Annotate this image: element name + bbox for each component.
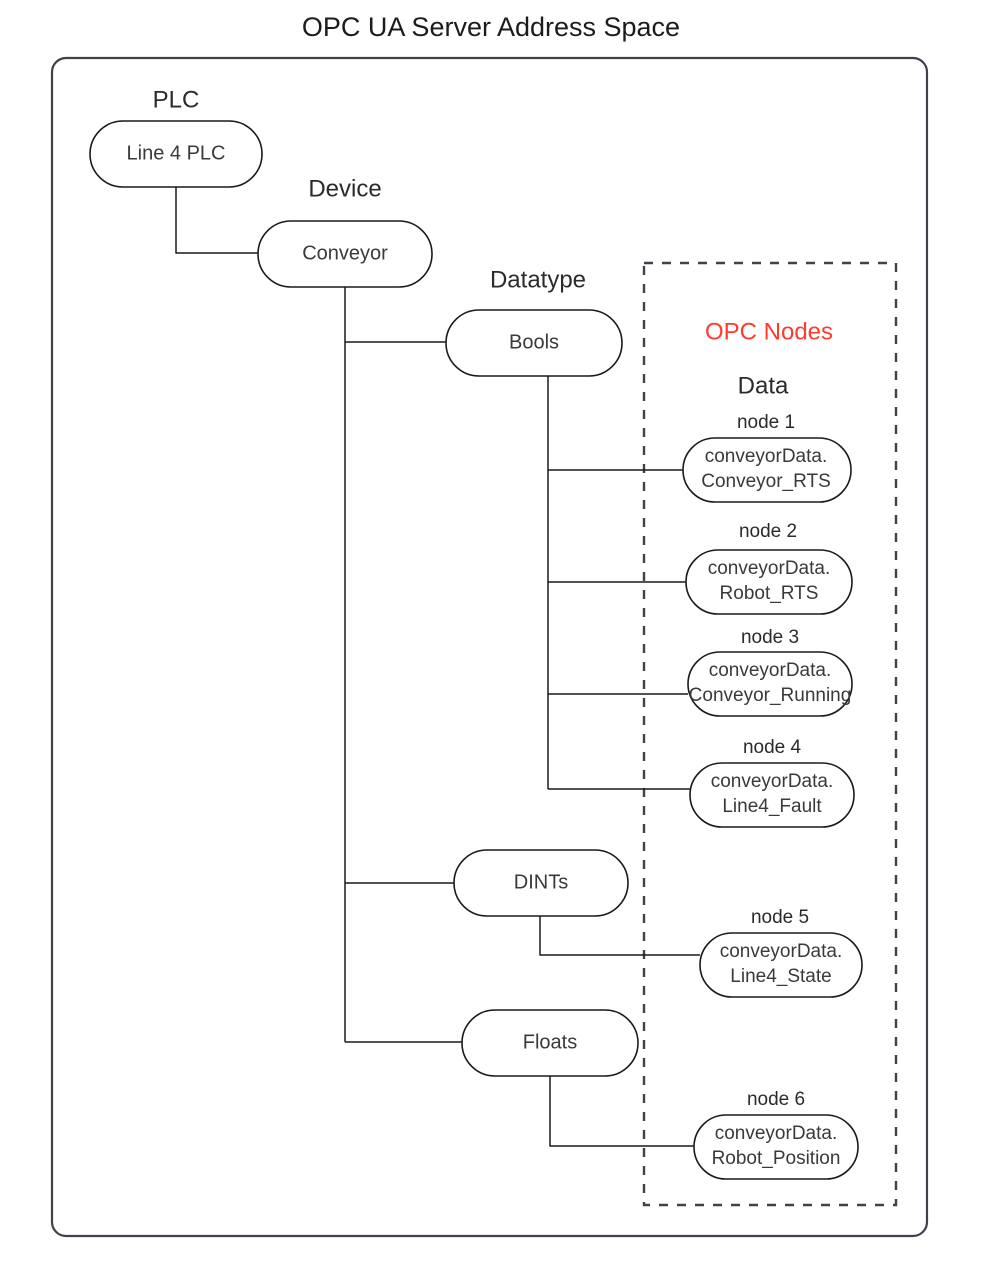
node-line4-plc-label: Line 4 PLC (127, 142, 226, 164)
node-floats-shape (461, 1009, 639, 1077)
group-label-plc: PLC (153, 86, 200, 113)
opc-node-4-line2: Line4_Fault (722, 796, 822, 817)
opc-node-6-caption: node 6 (747, 1089, 805, 1110)
opc-node-4-caption: node 4 (743, 737, 802, 758)
node-dints-shape (453, 849, 629, 917)
edge-floats-to-node6 (549, 1076, 694, 1147)
opc-node-3-caption: node 3 (741, 627, 799, 648)
opc-node-1-line1: conveyorData. (705, 446, 828, 467)
opc-node-5-line2: Line4_State (730, 966, 831, 987)
opc-node-1-caption: node 1 (737, 412, 795, 433)
opc-node-2-shape (685, 549, 853, 615)
opc-node-5-line1: conveyorData. (720, 941, 843, 962)
opc-node-1-line2: Conveyor_RTS (701, 471, 831, 492)
opc-node-4[interactable]: node 4 conveyorData. Line4_Fault (689, 737, 855, 828)
node-bools[interactable]: Bools (445, 309, 623, 377)
node-dints[interactable]: DINTs (453, 849, 629, 917)
edge-dints-to-node5 (539, 916, 700, 956)
opc-node-1-shape (682, 437, 852, 503)
address-space-frame (50, 56, 929, 1238)
opc-nodes-frame (642, 261, 898, 1207)
opc-node-3[interactable]: node 3 conveyorData. Conveyor_Running (687, 627, 853, 717)
edge-plc-to-conveyor (175, 187, 258, 254)
opc-node-4-line1: conveyorData. (711, 771, 834, 792)
opc-node-6[interactable]: node 6 conveyorData. Robot_Position (693, 1089, 859, 1180)
opc-node-3-line1: conveyorData. (709, 660, 832, 681)
node-floats[interactable]: Floats (461, 1009, 639, 1077)
node-line4-plc-shape (89, 120, 263, 188)
node-line4-plc[interactable]: Line 4 PLC (89, 120, 263, 188)
opc-node-3-line2: Conveyor_Running (689, 685, 852, 706)
opc-node-6-line1: conveyorData. (715, 1123, 838, 1144)
opc-nodes-heading: OPC Nodes (705, 318, 833, 345)
node-conveyor[interactable]: Conveyor (257, 220, 433, 288)
node-dints-label: DINTs (514, 871, 568, 893)
opc-node-1[interactable]: node 1 conveyorData. Conveyor_RTS (682, 412, 852, 503)
group-label-datatype: Datatype (490, 266, 586, 293)
node-bools-label: Bools (509, 331, 559, 353)
group-label-device: Device (308, 175, 381, 202)
opc-node-2-line2: Robot_RTS (720, 583, 819, 604)
node-bools-shape (445, 309, 623, 377)
opc-node-2-line1: conveyorData. (708, 558, 831, 579)
opc-node-3-shape (687, 651, 853, 717)
node-conveyor-label: Conveyor (302, 242, 388, 264)
opc-node-2[interactable]: node 2 conveyorData. Robot_RTS (685, 521, 853, 615)
opc-node-5-shape (699, 932, 863, 998)
opc-node-5-caption: node 5 (751, 907, 809, 928)
opc-node-4-shape (689, 762, 855, 828)
opc-nodes-subheading: Data (738, 372, 789, 399)
node-floats-label: Floats (523, 1031, 577, 1053)
opc-node-6-line2: Robot_Position (712, 1148, 841, 1169)
opc-node-5[interactable]: node 5 conveyorData. Line4_State (699, 907, 863, 998)
node-conveyor-shape (257, 220, 433, 288)
page-title: OPC UA Server Address Space (302, 12, 680, 42)
opc-node-6-shape (693, 1114, 859, 1180)
opc-node-2-caption: node 2 (739, 521, 797, 542)
